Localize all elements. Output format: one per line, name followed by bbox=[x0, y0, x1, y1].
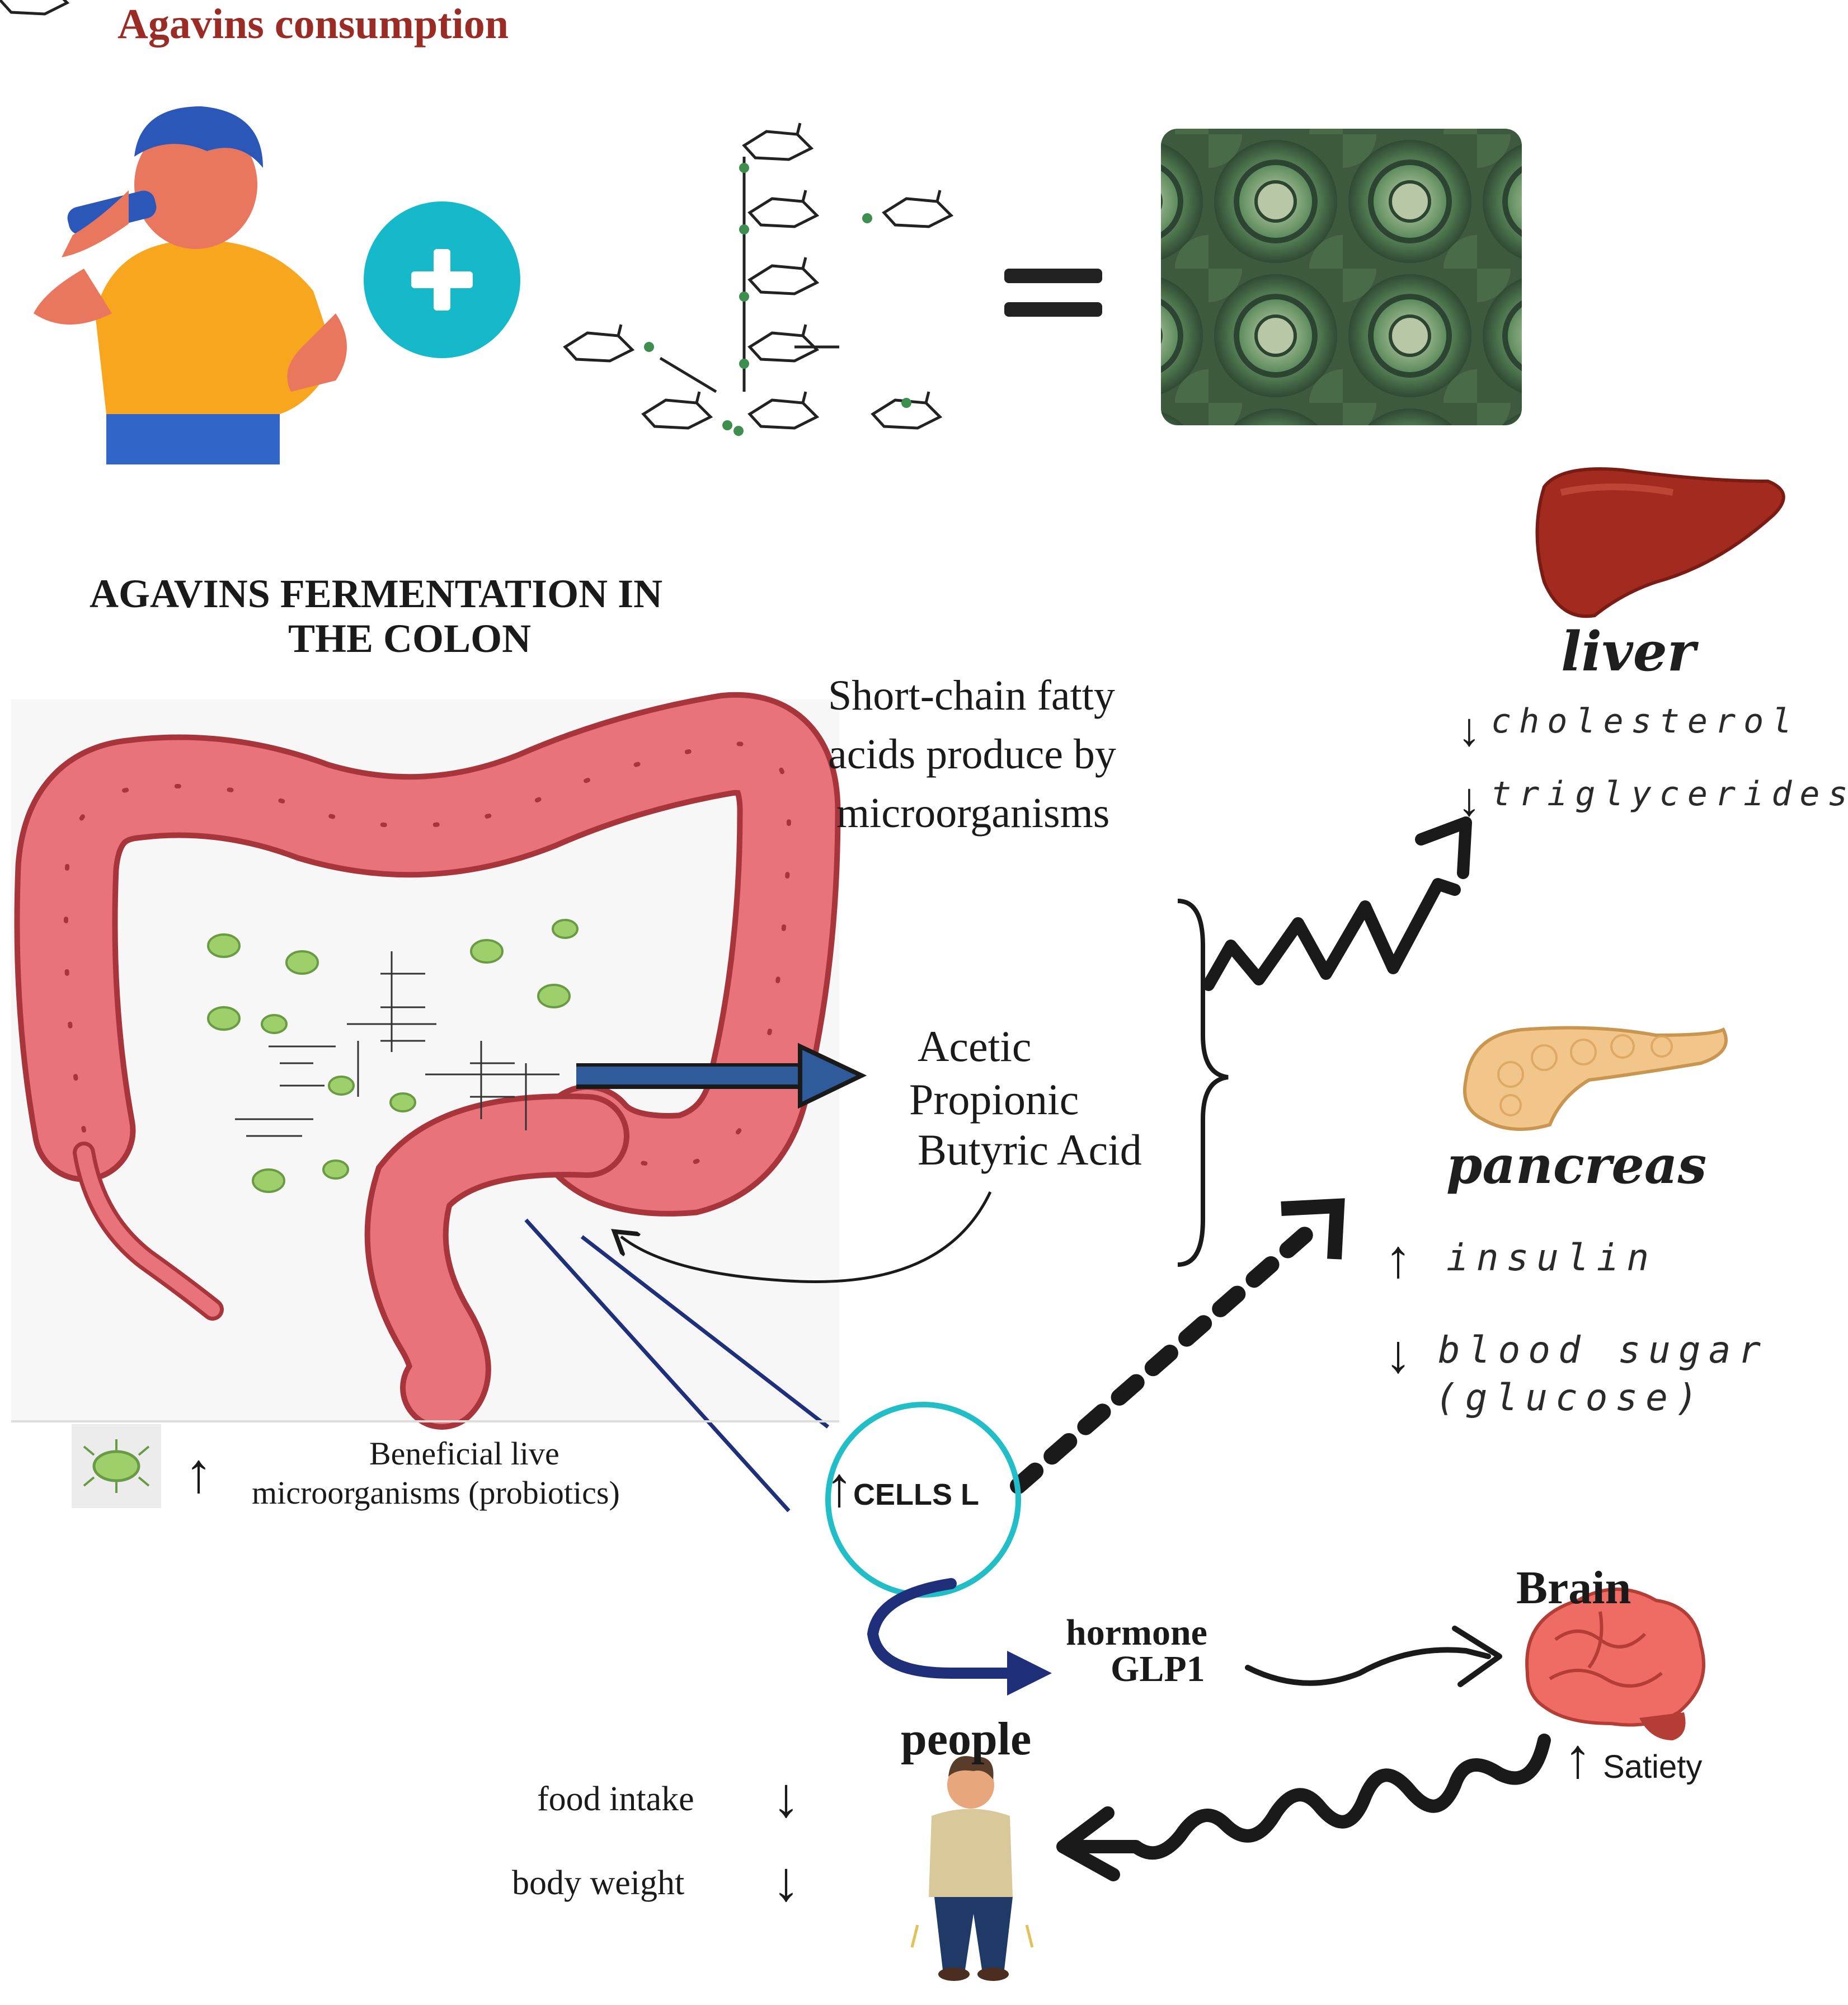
hormone-label-line-2: GLP1 bbox=[1111, 1649, 1205, 1689]
brain-to-people-squiggle-arrow bbox=[1062, 1734, 1551, 1860]
scfa-caption-line-2: acids produce by bbox=[828, 731, 1116, 778]
body-weight-arrow: ↓ bbox=[772, 1850, 800, 1913]
glucose-label: (glucose) bbox=[1435, 1376, 1706, 1419]
cells-to-pancreas-dotted-arrow bbox=[1010, 1223, 1318, 1494]
body-weight-label: body weight bbox=[512, 1864, 685, 1902]
probiotic-bacteria-icon bbox=[72, 1424, 161, 1508]
cells-l-arrow: ↑ bbox=[825, 1455, 853, 1518]
colon-to-cells-line-2 bbox=[580, 1235, 830, 1429]
liver-icon bbox=[1535, 467, 1785, 618]
insulin-arrow: ↑ bbox=[1385, 1229, 1412, 1289]
colon-to-acids-arrow bbox=[576, 1043, 867, 1109]
equals-icon bbox=[1004, 269, 1102, 317]
butyric-to-colon-arrow bbox=[621, 1191, 992, 1284]
satiety-label: Satiety bbox=[1603, 1749, 1703, 1785]
brain-icon bbox=[1525, 1588, 1705, 1740]
hormone-to-brain-arrow bbox=[1245, 1647, 1491, 1686]
agavin-molecule-icon bbox=[0, 0, 951, 436]
liver-label: liver bbox=[1561, 620, 1696, 683]
cholesterol-label: cholesterol bbox=[1491, 702, 1800, 741]
people-label: people bbox=[901, 1713, 1032, 1765]
acids-brace bbox=[1177, 899, 1229, 1267]
triglycerides-arrow: ↓ bbox=[1457, 773, 1481, 825]
colon-to-cells-line-1 bbox=[524, 1218, 791, 1513]
standing-person-illustration bbox=[910, 1756, 1034, 1981]
plus-icon bbox=[364, 201, 520, 358]
bacteria-cluster-icon bbox=[207, 919, 579, 1193]
blood-sugar-label: blood sugar bbox=[1438, 1328, 1769, 1372]
acid-propionic: Propionic bbox=[909, 1075, 1079, 1124]
probiotics-label-line-2: microorganisms (probiotics) bbox=[252, 1475, 620, 1511]
acid-acetic: Acetic bbox=[918, 1022, 1032, 1070]
cells-to-hormone-arrow bbox=[867, 1578, 1035, 1679]
cells-l-label: CELLS L bbox=[853, 1478, 979, 1511]
satiety-arrow: ↑ bbox=[1564, 1727, 1592, 1790]
cholesterol-arrow: ↓ bbox=[1457, 703, 1481, 755]
food-intake-label: food intake bbox=[537, 1780, 694, 1818]
person-drinking-illustration bbox=[34, 106, 347, 464]
brain-label: Brain bbox=[1516, 1562, 1631, 1614]
pancreas-icon bbox=[1463, 1026, 1728, 1131]
hormone-label-line-1: hormone bbox=[1066, 1612, 1207, 1653]
probiotics-arrow: ↑ bbox=[185, 1441, 213, 1504]
blood-sugar-arrow: ↓ bbox=[1385, 1324, 1412, 1384]
probiotics-label-line-1: Beneficial live bbox=[369, 1435, 559, 1472]
colon-section-title-line-2: THE COLON bbox=[288, 616, 532, 661]
pancreas-label: pancreas bbox=[1446, 1135, 1707, 1195]
agave-plant-image bbox=[1161, 129, 1522, 425]
colon-illustration bbox=[11, 692, 841, 1430]
acids-to-liver-zigzag-arrow bbox=[1202, 878, 1461, 991]
colon-section-title-line-1: AGAVINS FERMENTATION IN bbox=[90, 571, 663, 616]
scfa-caption-line-1: Short-chain fatty bbox=[828, 672, 1115, 719]
insulin-label: insulin bbox=[1446, 1236, 1657, 1279]
acid-butyric: Butyric Acid bbox=[918, 1125, 1142, 1174]
scfa-caption-line-3: microorganisms bbox=[836, 790, 1110, 837]
triglycerides-label: triglycerides bbox=[1491, 774, 1848, 814]
food-intake-arrow: ↓ bbox=[772, 1766, 800, 1829]
agavin-fragments-icon bbox=[235, 951, 559, 1137]
diagram-title: Agavins consumption bbox=[117, 1, 509, 48]
